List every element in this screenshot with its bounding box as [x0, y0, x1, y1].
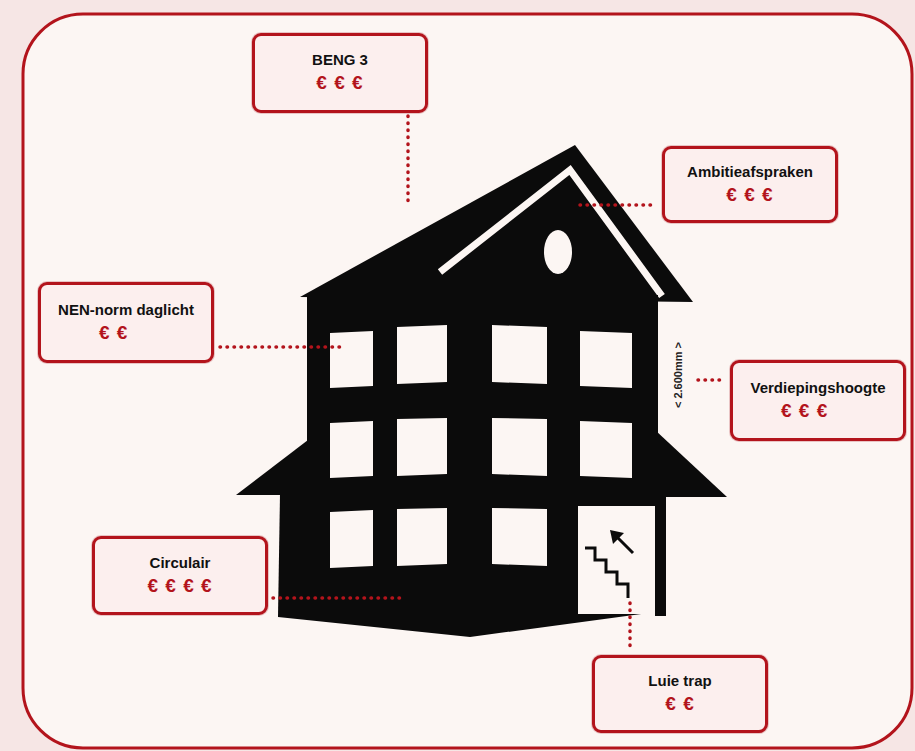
cost-callout: BENG 3€ € €: [252, 33, 428, 113]
cost-indicator: € € €: [261, 70, 419, 96]
stairs-icon: [585, 548, 628, 598]
porch-post: [655, 494, 666, 616]
stairs-arrow: [616, 536, 633, 553]
roof: [300, 145, 693, 302]
cost-callout: Circulair€ € € €: [92, 536, 268, 615]
windows: [330, 325, 632, 568]
porch-roof-right: [655, 430, 727, 497]
cost-callout: Ambitieafspraken€ € €: [662, 146, 838, 223]
cost-callout: NEN-norm daglicht€ €: [38, 282, 214, 363]
callout-title: Circulair: [101, 553, 259, 573]
doorway: [578, 506, 655, 614]
frame: [23, 14, 912, 748]
cost-callout: Luie trap€ €: [592, 655, 768, 733]
callout-title: Luie trap: [601, 671, 759, 691]
callout-title: Ambitieafspraken: [671, 162, 829, 182]
house-body: [307, 295, 658, 500]
cost-callout: Verdiepingshoogte€ € €: [730, 360, 906, 441]
cost-indicator: € € € €: [101, 573, 259, 599]
callout-title: NEN-norm daglicht: [47, 300, 205, 320]
dimension-label: < 2.600mm >: [672, 342, 684, 408]
cost-indicator: € €: [47, 320, 205, 346]
ground-floor: [278, 494, 656, 637]
porch-roof-left: [236, 440, 308, 495]
cost-indicator: € € €: [739, 398, 897, 424]
gable-line: [440, 170, 662, 296]
callout-title: BENG 3: [261, 50, 419, 70]
oval-window: [544, 230, 572, 274]
cost-indicator: € € €: [671, 182, 829, 208]
callout-title: Verdiepingshoogte: [739, 378, 897, 398]
leader-lines: [220, 116, 726, 652]
stairs-arrowhead: [610, 530, 624, 544]
cost-indicator: € €: [601, 691, 759, 717]
